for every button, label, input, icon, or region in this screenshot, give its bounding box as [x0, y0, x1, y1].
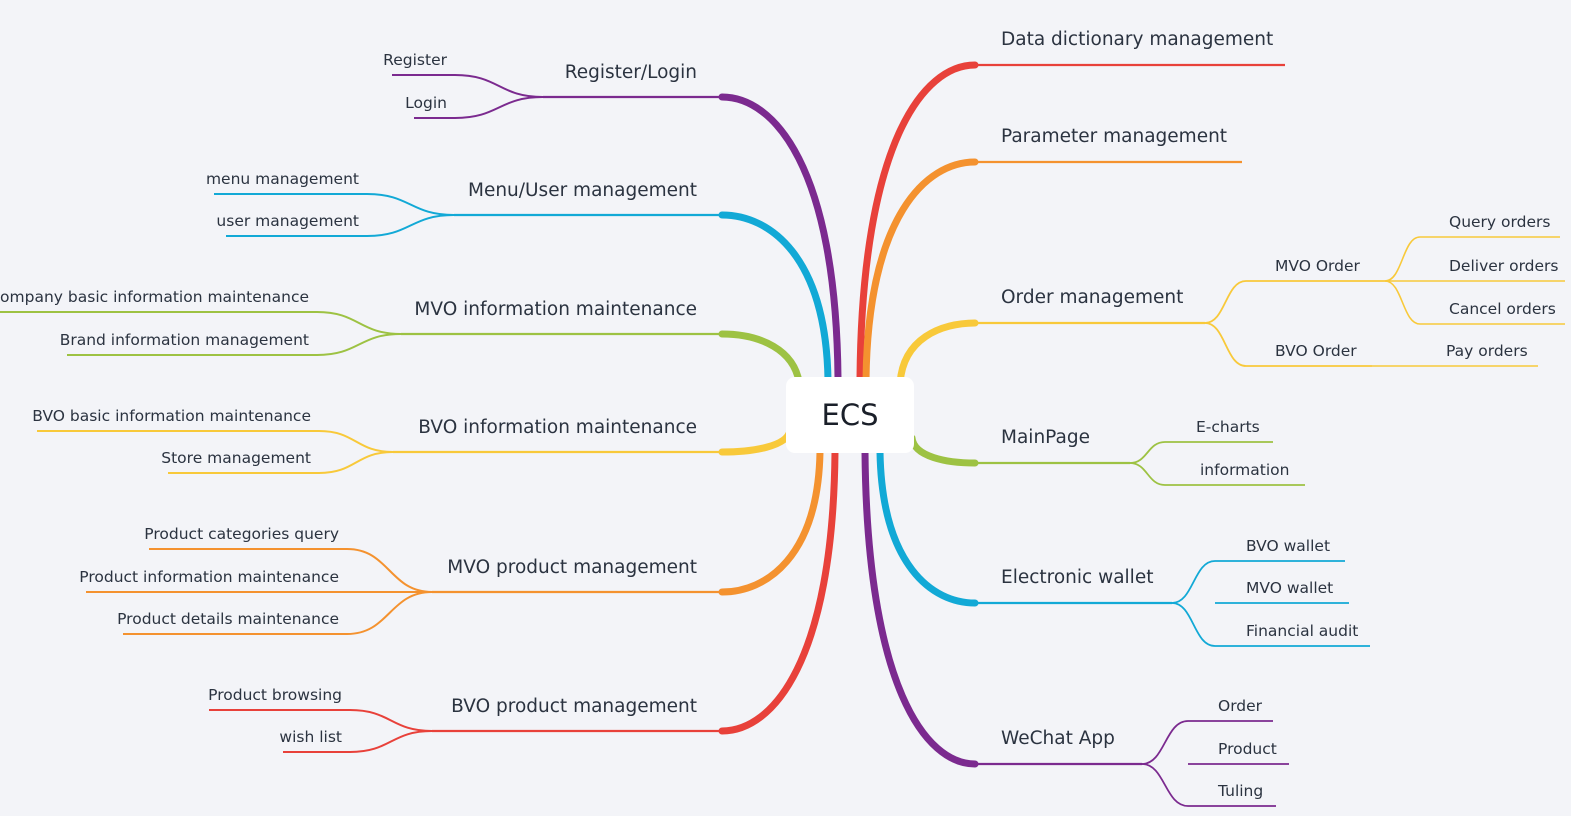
sub-branch-connectors — [0, 63, 1565, 807]
leaf-deliver-orders[interactable]: Deliver orders — [1449, 257, 1559, 275]
leaf-product[interactable]: Product — [1218, 740, 1277, 758]
leaf-tuling[interactable]: Tuling — [1217, 782, 1263, 800]
branch-bvo-information-maintenance[interactable]: BVO information maintenance — [418, 417, 697, 438]
leaf-company-basic-information-maintenance-connector — [316, 311, 402, 335]
branch-mvo-product-management[interactable]: MVO product management — [447, 557, 697, 578]
bvo-product-management-connector — [718, 448, 839, 735]
leaf-wish-list[interactable]: wish list — [279, 728, 342, 746]
branch-register-login[interactable]: Register/Login — [565, 62, 697, 83]
root-label: ECS — [822, 398, 879, 432]
leaf-order-connector — [1141, 720, 1189, 765]
electronic-wallet-connector — [876, 448, 979, 607]
branch-order-management[interactable]: Order management — [1001, 287, 1183, 308]
sub-mvo-order[interactable]: MVO Order — [1275, 257, 1361, 275]
leaf-e-charts[interactable]: E-charts — [1196, 418, 1260, 436]
leaf-bvo-basic-information-maintenance-connector — [318, 430, 394, 453]
leaf-wish-list-connector — [349, 730, 433, 753]
branch-mainpage[interactable]: MainPage — [1001, 427, 1090, 448]
leaf-product-categories-query[interactable]: Product categories query — [144, 525, 339, 543]
leaf-user-management[interactable]: user management — [216, 212, 359, 230]
leaf-bvo-wallet-connector — [1171, 560, 1216, 604]
leaf-e-charts-connector — [1129, 441, 1166, 464]
leaf-product-browsing-connector — [349, 709, 433, 732]
root-box — [786, 377, 914, 453]
sub-bvo-order-connector — [1204, 322, 1247, 367]
leaf-query-orders[interactable]: Query orders — [1449, 213, 1550, 231]
leaf-product-browsing[interactable]: Product browsing — [208, 686, 342, 704]
leaf-store-management-connector — [318, 451, 394, 474]
leaf-tuling-connector — [1141, 763, 1189, 807]
parameter-management-connector — [862, 158, 979, 384]
leaf-register-connector — [454, 74, 544, 98]
leaf-query-orders-connector — [1384, 236, 1421, 282]
leaf-cancel-orders-connector — [1384, 280, 1421, 325]
leaf-product-information-maintenance[interactable]: Product information maintenance — [79, 568, 339, 586]
leaf-financial-audit-connector — [1171, 602, 1216, 647]
leaf-register[interactable]: Register — [383, 51, 447, 69]
data-dictionary-management-connector — [856, 61, 979, 382]
leaf-information[interactable]: information — [1200, 461, 1289, 479]
sub-bvo-order[interactable]: BVO Order — [1275, 342, 1357, 360]
leaf-product-details-maintenance-connector — [346, 591, 433, 635]
leaf-product-categories-query-connector — [346, 548, 433, 593]
branch-parameter-management[interactable]: Parameter management — [1001, 126, 1227, 147]
leaf-product-details-maintenance[interactable]: Product details maintenance — [117, 610, 339, 628]
leaf-menu-management[interactable]: menu management — [206, 170, 359, 188]
branch-mvo-information-maintenance[interactable]: MVO information maintenance — [414, 299, 697, 320]
leaf-pay-orders[interactable]: Pay orders — [1446, 342, 1528, 360]
mvo-product-management-connector — [718, 448, 824, 596]
root-node[interactable]: ECS — [786, 377, 914, 453]
menu-user-management-connector — [718, 211, 832, 384]
leaf-information-connector — [1129, 462, 1166, 486]
leaf-brand-information-management-connector — [316, 333, 402, 356]
mainpage-connector — [908, 434, 979, 467]
branch-electronic-wallet[interactable]: Electronic wallet — [1001, 567, 1153, 588]
branch-bvo-product-management[interactable]: BVO product management — [451, 696, 697, 717]
branch-data-dictionary-management[interactable]: Data dictionary management — [1001, 29, 1273, 50]
leaf-store-management[interactable]: Store management — [161, 449, 311, 467]
sub-mvo-order-connector — [1204, 280, 1247, 324]
leaf-login[interactable]: Login — [405, 94, 447, 112]
leaf-menu-management-connector — [366, 193, 455, 216]
leaf-order[interactable]: Order — [1218, 697, 1263, 715]
branch-wechat-app[interactable]: WeChat App — [1001, 728, 1115, 749]
leaf-login-connector — [454, 96, 544, 119]
bvo-information-maintenance-connector — [718, 426, 794, 456]
leaf-bvo-wallet[interactable]: BVO wallet — [1246, 537, 1330, 555]
leaf-bvo-basic-information-maintenance[interactable]: BVO basic information maintenance — [32, 407, 311, 425]
leaf-cancel-orders[interactable]: Cancel orders — [1449, 300, 1556, 318]
leaf-mvo-wallet[interactable]: MVO wallet — [1246, 579, 1333, 597]
leaf-user-management-connector — [366, 214, 455, 237]
register-login-connector — [718, 93, 842, 382]
leaf-financial-audit[interactable]: Financial audit — [1246, 622, 1358, 640]
main-branch-connectors — [718, 61, 979, 768]
order-management-connector — [896, 319, 979, 389]
wechat-app-connector — [861, 448, 979, 768]
leaf-brand-information-management[interactable]: Brand information management — [60, 331, 309, 349]
branch-menu-user-management[interactable]: Menu/User management — [468, 180, 697, 201]
leaf-company-basic-information-maintenance[interactable]: Company basic information maintenance — [0, 288, 309, 306]
